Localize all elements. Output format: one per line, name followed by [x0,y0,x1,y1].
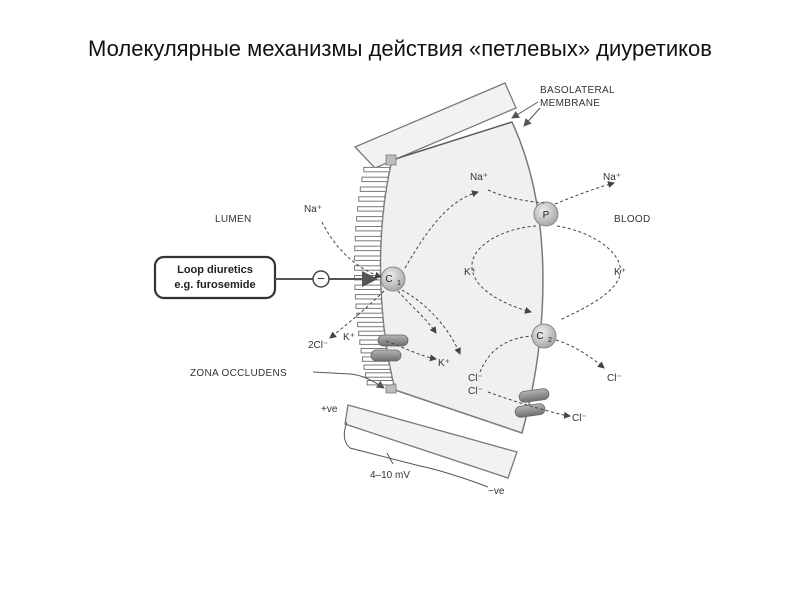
c2-label: C [536,331,543,342]
microvillus [355,256,381,260]
drug-label-line2: e.g. furosemide [174,279,255,291]
basolateral-label-line2: MEMBRANE [540,98,600,109]
microvillus [357,313,383,317]
basolateral-label-line1: BASOLATERAL [540,85,615,96]
c1-label: C [385,274,392,285]
microvillus [356,227,382,231]
ion-2cl: 2Cl⁻ [308,340,328,351]
microvillus [362,177,388,181]
microvillus [359,197,385,201]
microvillus [355,295,381,299]
inhibition-sign: − [317,271,325,286]
k-channel-apical-2 [371,350,401,361]
microvillus [364,167,390,171]
positive-potential-label: +ve [321,404,338,415]
ion-na-cell: Na⁺ [470,172,488,183]
negative-potential-label: −ve [488,486,505,497]
microvillus [358,322,384,326]
c1-subscript: 1 [397,280,401,287]
microvillus [355,285,381,289]
ion-na-lumen: Na⁺ [304,204,322,215]
microvillus [355,236,381,240]
microvillus [359,331,385,335]
microvillus [357,217,383,221]
zona-occludens-label: ZONA OCCLUDENS [190,368,287,379]
microvillus [358,207,384,211]
ion-k-blood: K⁺ [614,267,626,278]
pump-label: P [543,210,550,221]
microvillus [355,266,381,270]
c2-subscript: 2 [548,337,552,344]
k-channel-apical-1 [378,335,408,346]
blood-label: BLOOD [614,214,651,225]
tight-junction-top [386,155,396,165]
ion-cl-blood-2: Cl⁻ [572,413,587,424]
ion-cl-blood-1: Cl⁻ [607,373,622,384]
microvillus [360,187,386,191]
microvillus [366,373,392,377]
voltage-label: 4–10 mV [370,470,410,481]
lumen-label: LUMEN [215,214,252,225]
microvillus [364,365,390,369]
ion-na-blood: Na⁺ [603,172,621,183]
drug-label-line1: Loop diuretics [177,264,253,276]
ion-k-cell: K⁺ [464,267,476,278]
ion-cl-cell-2: Cl⁻ [468,386,483,397]
ion-cl-cell-1: Cl⁻ [468,373,483,384]
ion-k-lumen: K⁺ [343,332,355,343]
ion-k-lower: K⁺ [438,358,450,369]
microvillus [356,304,382,308]
microvillus [355,246,381,250]
microvillus [367,381,393,385]
